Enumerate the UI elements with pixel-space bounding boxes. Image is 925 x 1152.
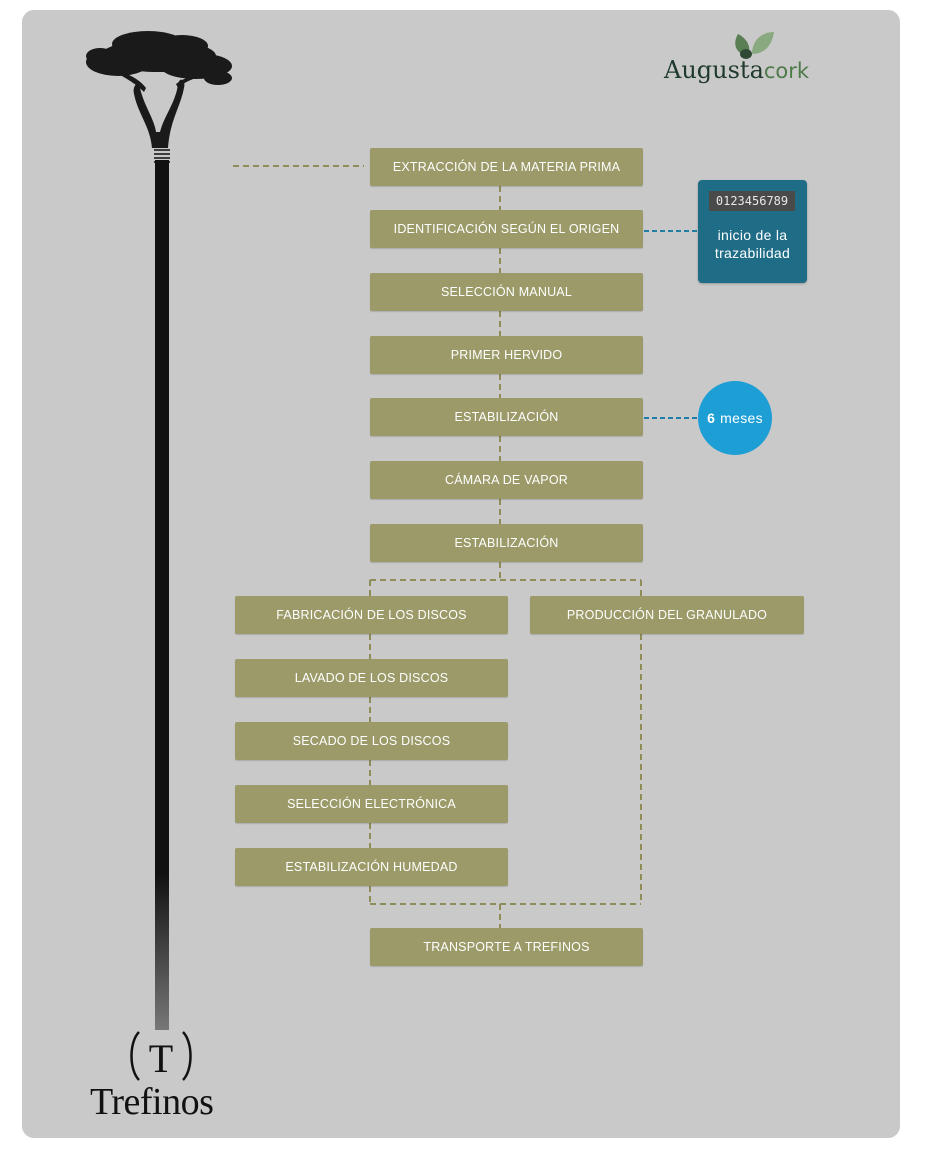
leaf-icon <box>735 32 774 59</box>
logo-augusta-text: Augusta <box>664 56 764 84</box>
traceability-line2: trazabilidad <box>714 245 791 261</box>
cork-tree-icon <box>86 31 232 148</box>
traceability-code: 0123456789 <box>709 191 795 211</box>
duration-number: 6 <box>707 410 716 426</box>
step-extraccion: EXTRACCIÓN DE LA MATERIA PRIMA <box>370 148 643 186</box>
step-identificacion: IDENTIFICACIÓN SEGÚN EL ORIGEN <box>370 210 643 248</box>
step-secado-discos: SECADO DE LOS DISCOS <box>235 722 508 760</box>
trefinos-t-icon: T <box>130 1031 192 1081</box>
trunk-line <box>155 160 169 1030</box>
trefinos-mark-letter: T <box>149 1036 173 1081</box>
step-estabilizacion-humedad: ESTABILIZACIÓN HUMEDAD <box>235 848 508 886</box>
step-camara-vapor: CÁMARA DE VAPOR <box>370 461 643 499</box>
step-estabilizacion-2: ESTABILIZACIÓN <box>370 524 643 562</box>
trefinos-logo-text: Trefinos <box>90 1081 214 1123</box>
step-seleccion-electronica: SELECCIÓN ELECTRÓNICA <box>235 785 508 823</box>
step-fabricacion-discos: FABRICACIÓN DE LOS DISCOS <box>235 596 508 634</box>
step-seleccion-manual: SELECCIÓN MANUAL <box>370 273 643 311</box>
step-produccion-granulado: PRODUCCIÓN DEL GRANULADO <box>530 596 804 634</box>
step-estabilizacion-1: ESTABILIZACIÓN <box>370 398 643 436</box>
traceability-label: inicio de la trazabilidad <box>698 226 807 262</box>
augusta-cork-logo: Augustacork <box>664 56 809 84</box>
traceability-line1: inicio de la <box>717 227 788 243</box>
step-transporte: TRANSPORTE A TREFINOS <box>370 928 643 966</box>
duration-unit: meses <box>720 410 763 426</box>
traceability-box: 0123456789 inicio de la trazabilidad <box>698 180 807 283</box>
step-primer-hervido: PRIMER HERVIDO <box>370 336 643 374</box>
step-lavado-discos: LAVADO DE LOS DISCOS <box>235 659 508 697</box>
logo-cork-text: cork <box>763 59 810 83</box>
